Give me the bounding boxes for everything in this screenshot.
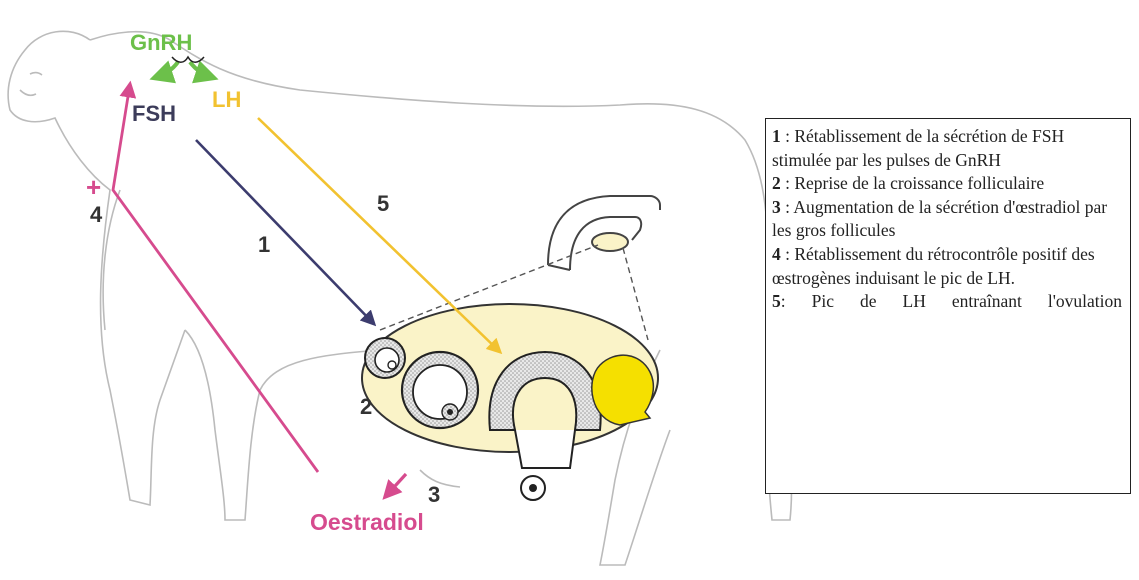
legend-text: : Rétablissement du rétrocontrôle positi…: [772, 244, 1095, 288]
gnrh-label: GnRH: [130, 30, 192, 55]
legend-number: 4: [772, 244, 781, 264]
legend-number: 2: [772, 173, 781, 193]
oestradiol-label: Oestradiol: [310, 509, 424, 535]
legend-item-5: 5: Pic de LH entraînant l'ovulation: [772, 290, 1122, 314]
legend-item-2: 2 : Reprise de la croissance folliculair…: [772, 172, 1122, 196]
arrow-positive-feedback: [113, 84, 318, 472]
legend-item-3: 3 : Augmentation de la sécrétion d'œstra…: [772, 196, 1122, 243]
corpus-luteum: [592, 355, 654, 425]
legend-text: : Augmentation de la sécrétion d'œstradi…: [772, 197, 1107, 241]
arrow-oestradiol-secretion: [385, 474, 406, 497]
step-number-4: 4: [90, 202, 103, 227]
step-number-5: 5: [377, 191, 389, 216]
arrow-fsh: [196, 140, 374, 324]
gnrh-pulse-arrows: [154, 57, 214, 78]
legend-text: : Rétablissement de la sécrétion de FSH …: [772, 126, 1064, 170]
legend-number: 5: [772, 291, 781, 311]
fsh-label: FSH: [132, 101, 176, 126]
legend-text: : Reprise de la croissance folliculaire: [781, 173, 1044, 193]
legend-number: 1: [772, 126, 781, 146]
step-number-1: 1: [258, 232, 270, 257]
legend-item-4: 4 : Rétablissement du rétrocontrôle posi…: [772, 243, 1122, 290]
arrow-lh: [258, 118, 500, 352]
legend-box: 1 : Rétablissement de la sécrétion de FS…: [765, 118, 1131, 494]
uterus-outline: [548, 196, 660, 270]
positive-sign: +: [86, 172, 101, 202]
ovary: [362, 304, 658, 500]
step-number-2: 2: [360, 394, 372, 419]
legend-number: 3: [772, 197, 781, 217]
step-number-3: 3: [428, 482, 440, 507]
lh-label: LH: [212, 87, 241, 112]
legend-text: : Pic de LH entraînant l'ovulation: [781, 291, 1122, 311]
legend-item-1: 1 : Rétablissement de la sécrétion de FS…: [772, 125, 1122, 172]
